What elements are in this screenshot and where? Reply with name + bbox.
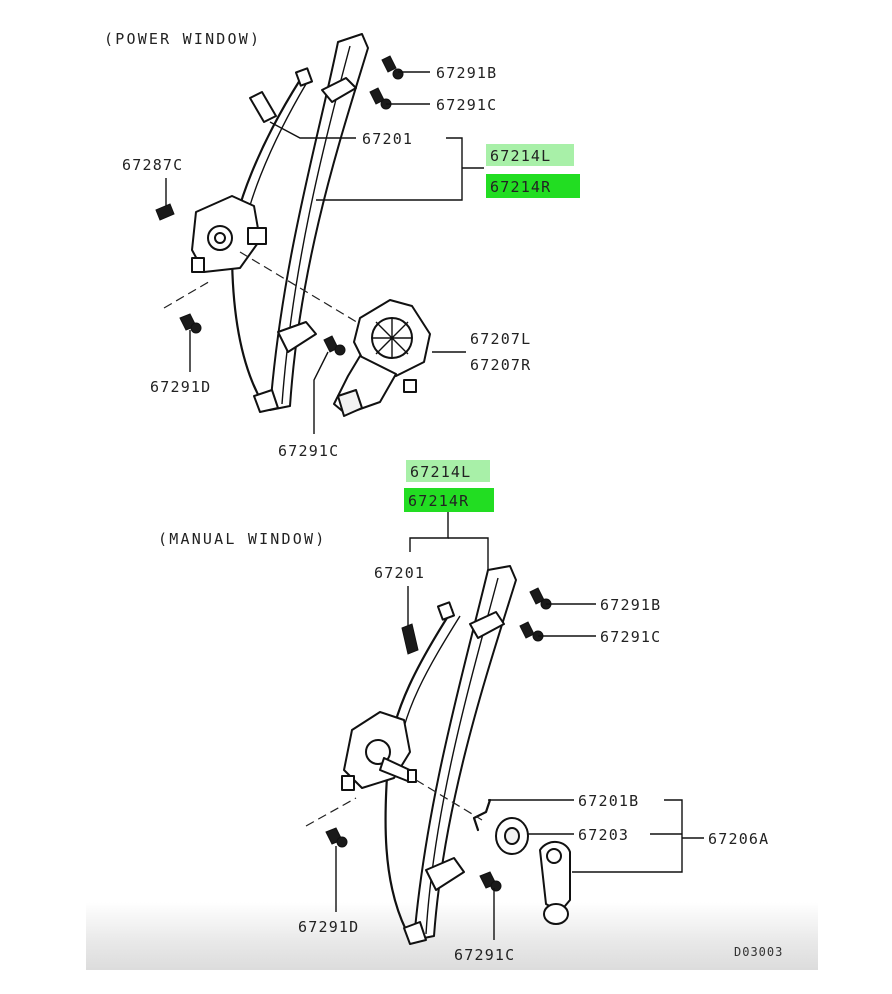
power-window-assembly xyxy=(155,33,484,434)
highlight-67214r-manual xyxy=(404,488,494,512)
power-alignment-line xyxy=(239,251,361,325)
power-guide-rail xyxy=(269,33,369,411)
label-67291d-manual: 67291D xyxy=(298,918,359,936)
power-window-title: (POWER WINDOW) xyxy=(104,30,261,48)
label-67207r: 67207R xyxy=(470,356,531,374)
manual-window-assembly xyxy=(305,512,704,945)
highlight-67214r-power xyxy=(486,174,580,198)
power-upper-bracket xyxy=(321,77,357,103)
bolt-icon xyxy=(325,587,552,892)
highlight-67214l-power xyxy=(486,144,574,166)
power-lower-bracket xyxy=(277,321,317,353)
label-67291b-power: 67291B xyxy=(436,64,497,82)
label-67201-manual: 67201 xyxy=(374,564,425,582)
label-67214r-power: 67214R xyxy=(490,178,551,196)
label-67291c-manual-upper: 67291C xyxy=(600,628,661,646)
manual-window-title: (MANUAL WINDOW) xyxy=(158,530,326,548)
window-crank-handle-icon xyxy=(539,841,571,925)
manual-guide-rail xyxy=(413,565,517,941)
reference-code: D03003 xyxy=(734,945,783,959)
power-motor xyxy=(333,299,431,417)
manual-alignment-line xyxy=(415,779,483,821)
label-67291c-power-lower: 67291C xyxy=(278,442,339,460)
label-67291d-power: 67291D xyxy=(150,378,211,396)
spring-clip-icon xyxy=(472,798,492,832)
label-67201b: 67201B xyxy=(578,792,639,810)
manual-lower-bracket xyxy=(425,857,465,891)
label-67291b-manual: 67291B xyxy=(600,596,661,614)
label-67291c-manual-lower: 67291C xyxy=(454,946,515,964)
label-67206a: 67206A xyxy=(708,830,769,848)
label-67214l-manual: 67214L xyxy=(410,463,471,481)
label-67214r-manual: 67214R xyxy=(408,492,469,510)
label-67207l: 67207L xyxy=(470,330,531,348)
label-67287c: 67287C xyxy=(122,156,183,174)
label-67214l-power: 67214L xyxy=(490,147,551,165)
highlight-67214l-manual xyxy=(406,460,490,482)
bolt-icon xyxy=(155,55,404,356)
label-67201-power: 67201 xyxy=(362,130,413,148)
label-67203: 67203 xyxy=(578,826,629,844)
manual-upper-bracket xyxy=(469,611,505,639)
washer-icon xyxy=(495,817,529,855)
label-67291c-power-upper: 67291C xyxy=(436,96,497,114)
